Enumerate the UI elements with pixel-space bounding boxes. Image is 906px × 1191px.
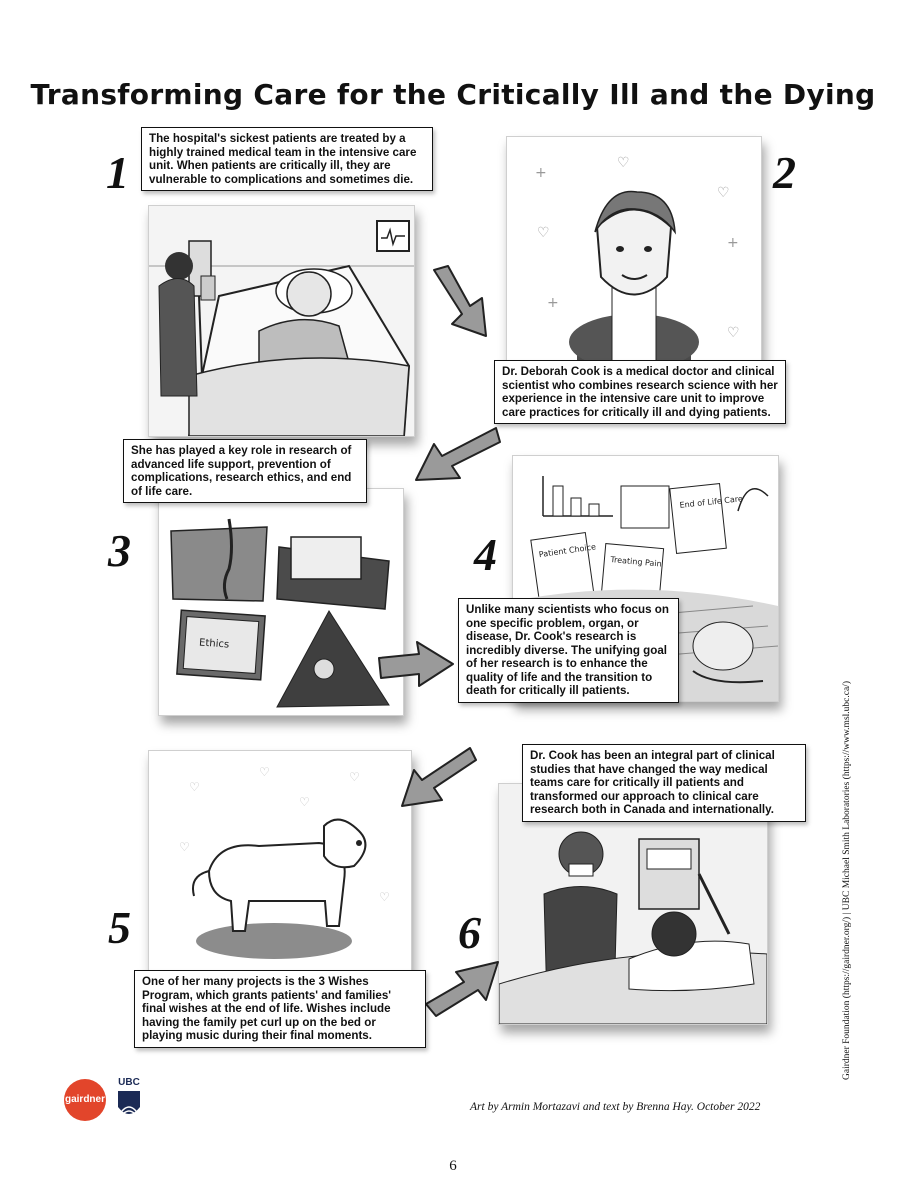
side-credit: Gairdner Foundation (https://gairdner.or…	[842, 681, 852, 1080]
dr-cook-portrait: + ♡ ♡ + + ♡ ♡	[507, 137, 761, 369]
panel-6-number: 6	[458, 907, 481, 958]
arrow-3-to-4	[378, 641, 454, 687]
panel-4-number: 4	[474, 529, 497, 580]
panel-6-illustration	[498, 783, 768, 1025]
svg-text:♡: ♡	[349, 770, 360, 784]
panel-2-caption: Dr. Deborah Cook is a medical doctor and…	[494, 360, 786, 424]
panel-3-number: 3	[108, 525, 131, 576]
page-number: 6	[449, 1158, 457, 1174]
panel-2-number: 2	[773, 147, 796, 198]
svg-text:♡: ♡	[179, 840, 190, 854]
art-credit: Art by Armin Mortazavi and text by Brenn…	[470, 1101, 761, 1113]
ubc-crest-icon	[118, 1091, 140, 1116]
svg-text:♡: ♡	[537, 225, 550, 241]
icu-patient-drawing	[149, 206, 414, 436]
research-topics-drawing: Ethics	[159, 489, 403, 715]
svg-text:♡: ♡	[727, 325, 740, 341]
panel-1-caption: The hospital's sickest patients are trea…	[141, 127, 433, 191]
svg-text:♡: ♡	[379, 890, 390, 904]
arrow-4-to-5	[401, 747, 477, 807]
svg-text:♡: ♡	[189, 780, 200, 794]
svg-text:+: +	[547, 295, 559, 311]
panel-6-caption: Dr. Cook has been an integral part of cl…	[522, 744, 806, 822]
svg-text:♡: ♡	[717, 185, 730, 201]
ethics-book-label: Ethics	[199, 637, 230, 650]
panel-5-caption: One of her many projects is the 3 Wishes…	[134, 970, 426, 1048]
panel-1-number: 1	[106, 147, 129, 198]
svg-text:♡: ♡	[299, 795, 310, 809]
gairdner-logo: gairdner	[64, 1079, 106, 1121]
arrow-2-to-3	[415, 427, 501, 481]
svg-text:+: +	[535, 165, 547, 181]
page-title: Transforming Care for the Critically Ill…	[30, 78, 876, 111]
svg-text:♡: ♡	[617, 155, 630, 171]
panel-5-number: 5	[108, 902, 131, 953]
panel-5-illustration: ♡ ♡ ♡ ♡ ♡ ♡	[148, 750, 412, 982]
panel-3-illustration: Ethics	[158, 488, 404, 716]
panel-4-caption: Unlike many scientists who focus on one …	[458, 598, 679, 703]
svg-text:+: +	[727, 235, 739, 251]
panel-3-caption: She has played a key role in research of…	[123, 439, 367, 503]
svg-text:♡: ♡	[259, 765, 270, 779]
panel-2-illustration: + ♡ ♡ + + ♡ ♡	[506, 136, 762, 370]
panel-1-illustration	[148, 205, 415, 437]
icu-clinician-drawing	[499, 784, 767, 1024]
dog-drawing: ♡ ♡ ♡ ♡ ♡ ♡	[149, 751, 411, 981]
arrow-1-to-2	[433, 265, 487, 337]
ubc-logo: UBC	[114, 1077, 144, 1123]
arrow-5-to-6	[425, 961, 499, 1017]
ubc-logo-text: UBC	[118, 1077, 140, 1088]
